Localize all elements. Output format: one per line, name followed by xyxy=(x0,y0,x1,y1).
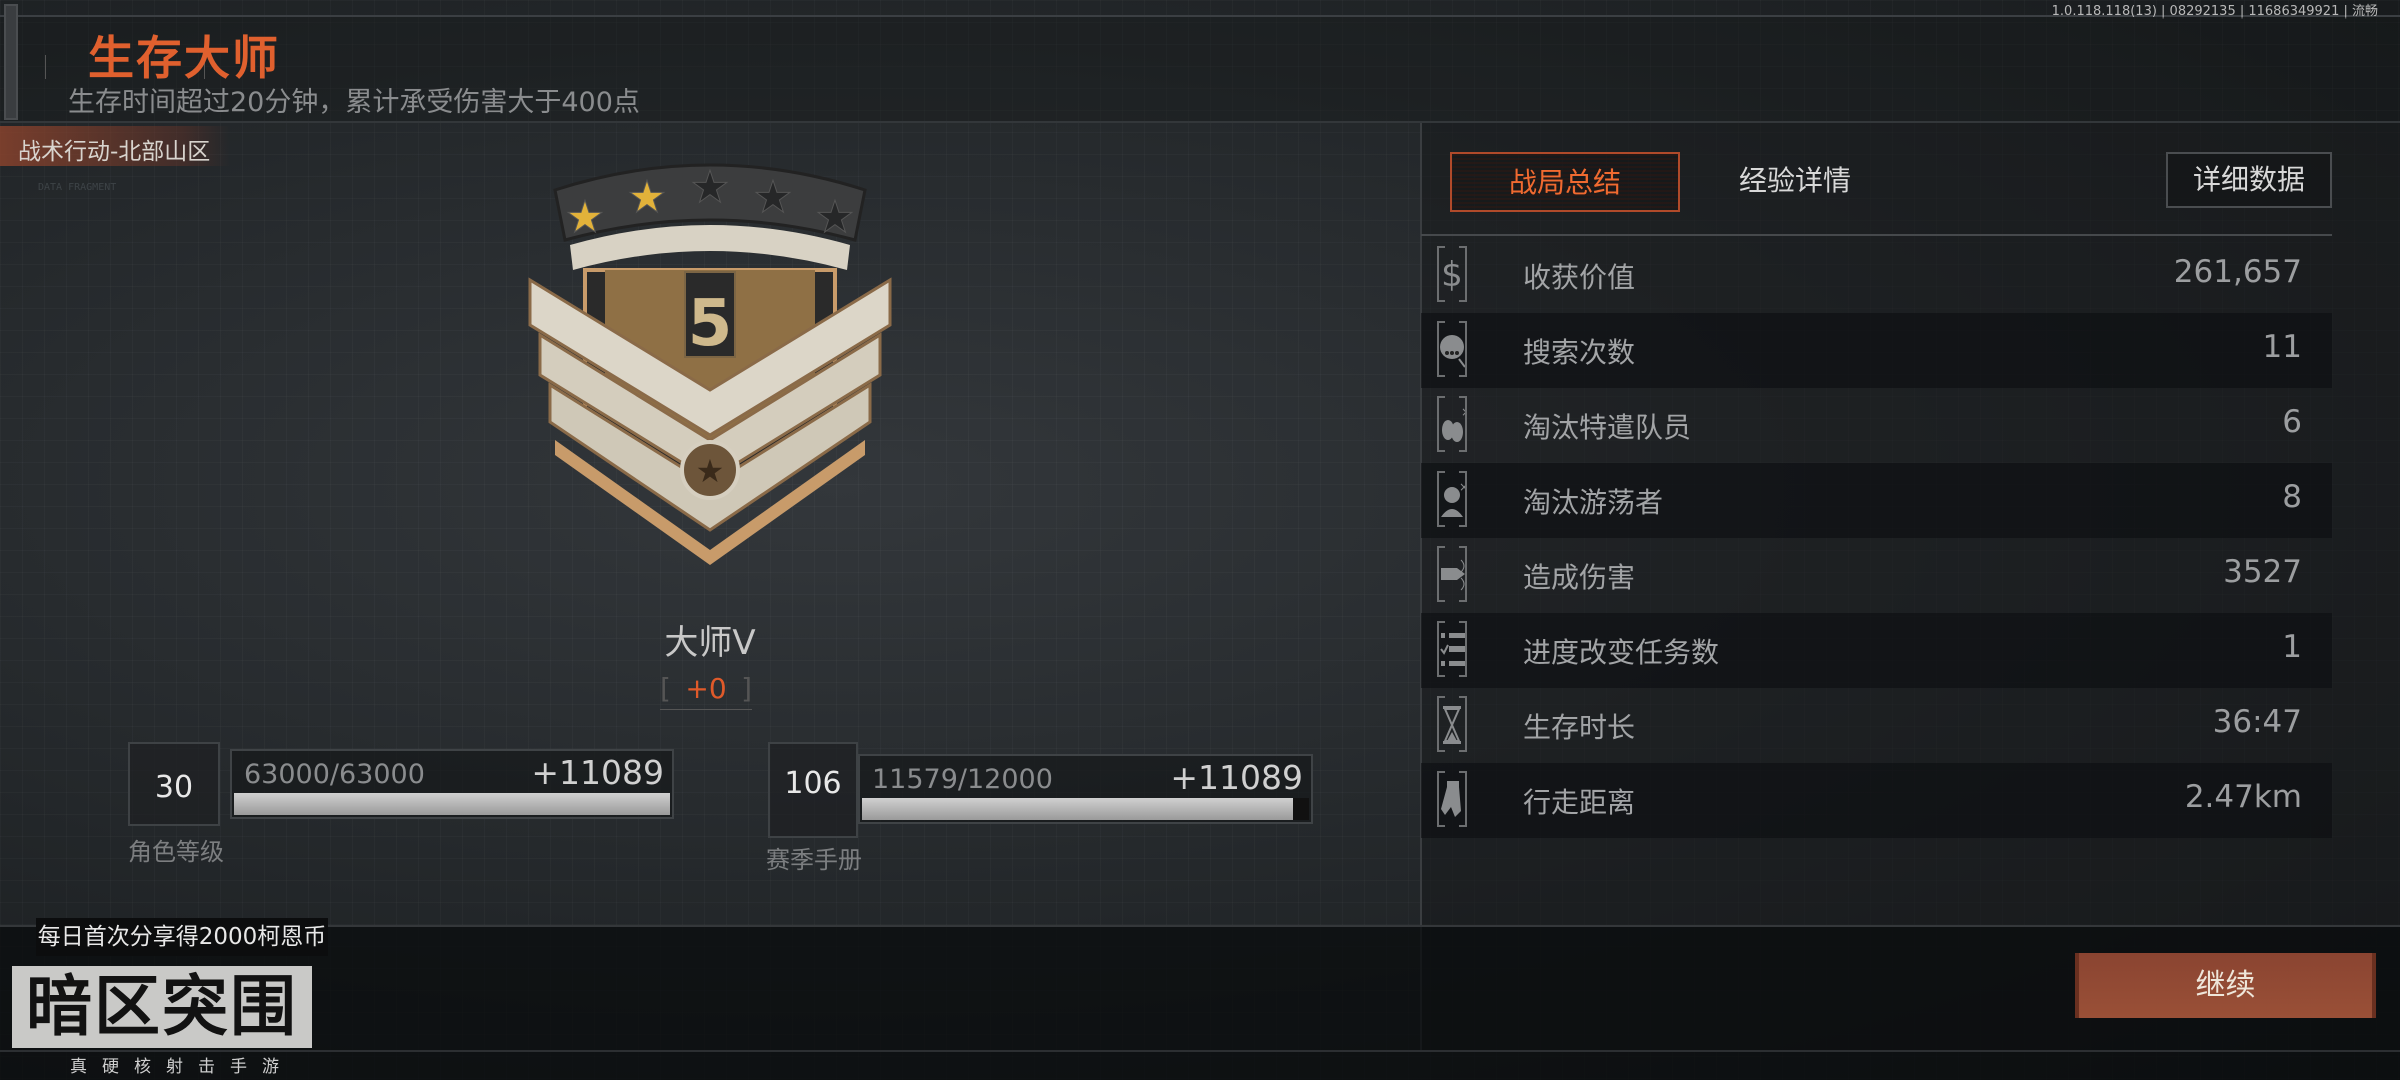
detailed-data-button[interactable]: 详细数据 xyxy=(2166,152,2332,208)
season-exp-gain: +11089 xyxy=(1170,758,1303,797)
walking-icon xyxy=(1437,771,1467,827)
svg-text:×: × xyxy=(1459,481,1465,494)
fragment-title: DATA FRAGMENT xyxy=(38,182,117,193)
achievement-header xyxy=(0,17,2400,123)
stat-label: 造成伤害 xyxy=(1523,561,1636,594)
stat-value: 6 xyxy=(2282,404,2302,440)
stat-label: 收获价值 xyxy=(1523,261,1636,294)
title-tick xyxy=(204,55,205,79)
stat-row: $ 收获价值 261,657 xyxy=(1421,238,2332,313)
title-tick xyxy=(45,55,46,79)
rank-delta: +0 xyxy=(660,672,752,710)
progress-track xyxy=(234,793,670,815)
season-exp-text: 11579/12000 xyxy=(872,764,1053,795)
share-reward-banner[interactable]: 每日首次分享得2000柯恩币 xyxy=(36,918,328,956)
summary-panel xyxy=(1420,123,2400,1050)
bottom-divider xyxy=(0,925,2400,927)
star-filled-icon: ★ xyxy=(627,172,666,223)
star-empty-icon: ★ xyxy=(815,192,854,243)
season-pass-icon: 106 xyxy=(768,742,858,838)
dollar-icon: $ xyxy=(1437,246,1467,302)
stat-label: 淘汰游荡者 xyxy=(1523,486,1664,519)
stat-row: 行走距离 2.47km xyxy=(1421,763,2332,838)
stat-value: 2.47km xyxy=(2184,779,2302,815)
star-empty-icon: ★ xyxy=(753,172,792,223)
star-empty-icon: ★ xyxy=(690,162,729,213)
stat-value: 1 xyxy=(2282,629,2302,665)
stat-value: 261,657 xyxy=(2173,254,2302,290)
version-info: 1.0.118.118(13) | 08292135 | 11686349921… xyxy=(2051,4,2378,19)
progress-fill xyxy=(234,793,670,815)
stat-row: 造成伤害 3527 xyxy=(1421,538,2332,613)
tab-match-summary[interactable]: 战局总结 xyxy=(1450,152,1680,212)
progress-fill xyxy=(862,798,1294,820)
top-divider xyxy=(0,15,2400,17)
character-level-icon: 30 xyxy=(128,742,220,826)
game-logo: 暗区突围 xyxy=(12,966,312,1048)
search-icon xyxy=(1437,321,1467,377)
achievement-title: 生存大师 xyxy=(88,31,280,85)
stat-value: 8 xyxy=(2282,479,2302,515)
stat-row: 进度改变任务数 1 xyxy=(1421,613,2332,688)
stat-label: 搜索次数 xyxy=(1523,336,1636,369)
tab-exp-details[interactable]: 经验详情 xyxy=(1738,164,1851,197)
stat-row: 搜索次数 11 xyxy=(1421,313,2332,388)
svg-text:$: $ xyxy=(1441,256,1463,294)
continue-button[interactable]: 继续 xyxy=(2075,953,2376,1018)
svg-text:★: ★ xyxy=(696,452,725,490)
stat-label: 淘汰特遣队员 xyxy=(1523,411,1692,444)
map-tag: 战术行动-北部山区 xyxy=(0,126,230,166)
character-exp-text: 63000/63000 xyxy=(244,759,425,790)
bottom-bar xyxy=(0,927,2400,1080)
dogtag-icon: × xyxy=(1437,396,1467,452)
character-level-progress: 63000/63000 +11089 xyxy=(230,749,674,819)
character-level-number: 30 xyxy=(154,770,194,805)
stat-label: 行走距离 xyxy=(1523,786,1636,819)
logo-tagline: 真硬核射击手游 xyxy=(70,1057,294,1077)
achievement-description: 生存时间超过20分钟，累计承受伤害大于400点 xyxy=(68,87,640,118)
character-level-label: 角色等级 xyxy=(128,838,224,866)
stat-row: × 淘汰特遣队员 6 xyxy=(1421,388,2332,463)
bottom-divider xyxy=(0,1050,2400,1052)
panel-divider xyxy=(1421,234,2332,236)
stat-value: 3527 xyxy=(2223,554,2302,590)
season-pass-label: 赛季手册 xyxy=(766,846,862,874)
star-filled-icon: ★ xyxy=(565,192,604,243)
progress-track xyxy=(862,798,1309,820)
stat-label: 生存时长 xyxy=(1523,711,1636,744)
character-exp-gain: +11089 xyxy=(531,753,664,792)
wanderer-icon: × xyxy=(1437,471,1467,527)
stat-row: 生存时长 36:47 xyxy=(1421,688,2332,763)
checklist-icon xyxy=(1437,621,1467,677)
season-pass-level-number: 106 xyxy=(784,766,842,801)
hourglass-icon xyxy=(1437,696,1467,752)
header-bracket xyxy=(4,4,18,120)
svg-text:×: × xyxy=(1461,406,1465,419)
season-pass-progress: 11579/12000 +11089 xyxy=(858,754,1313,824)
rank-badge-icon: 5 ★ ★ ★ ★ ★ ★ xyxy=(528,162,892,565)
stat-value: 36:47 xyxy=(2212,704,2302,740)
data-fragment-decor: DATA FRAGMENT xyxy=(38,178,116,198)
bullet-icon xyxy=(1437,546,1467,602)
stat-value: 11 xyxy=(2262,329,2302,365)
stat-label: 进度改变任务数 xyxy=(1523,636,1720,669)
stat-row: × 淘汰游荡者 8 xyxy=(1421,463,2332,538)
rank-name: 大师V xyxy=(664,623,756,663)
badge-number: 5 xyxy=(688,287,733,361)
